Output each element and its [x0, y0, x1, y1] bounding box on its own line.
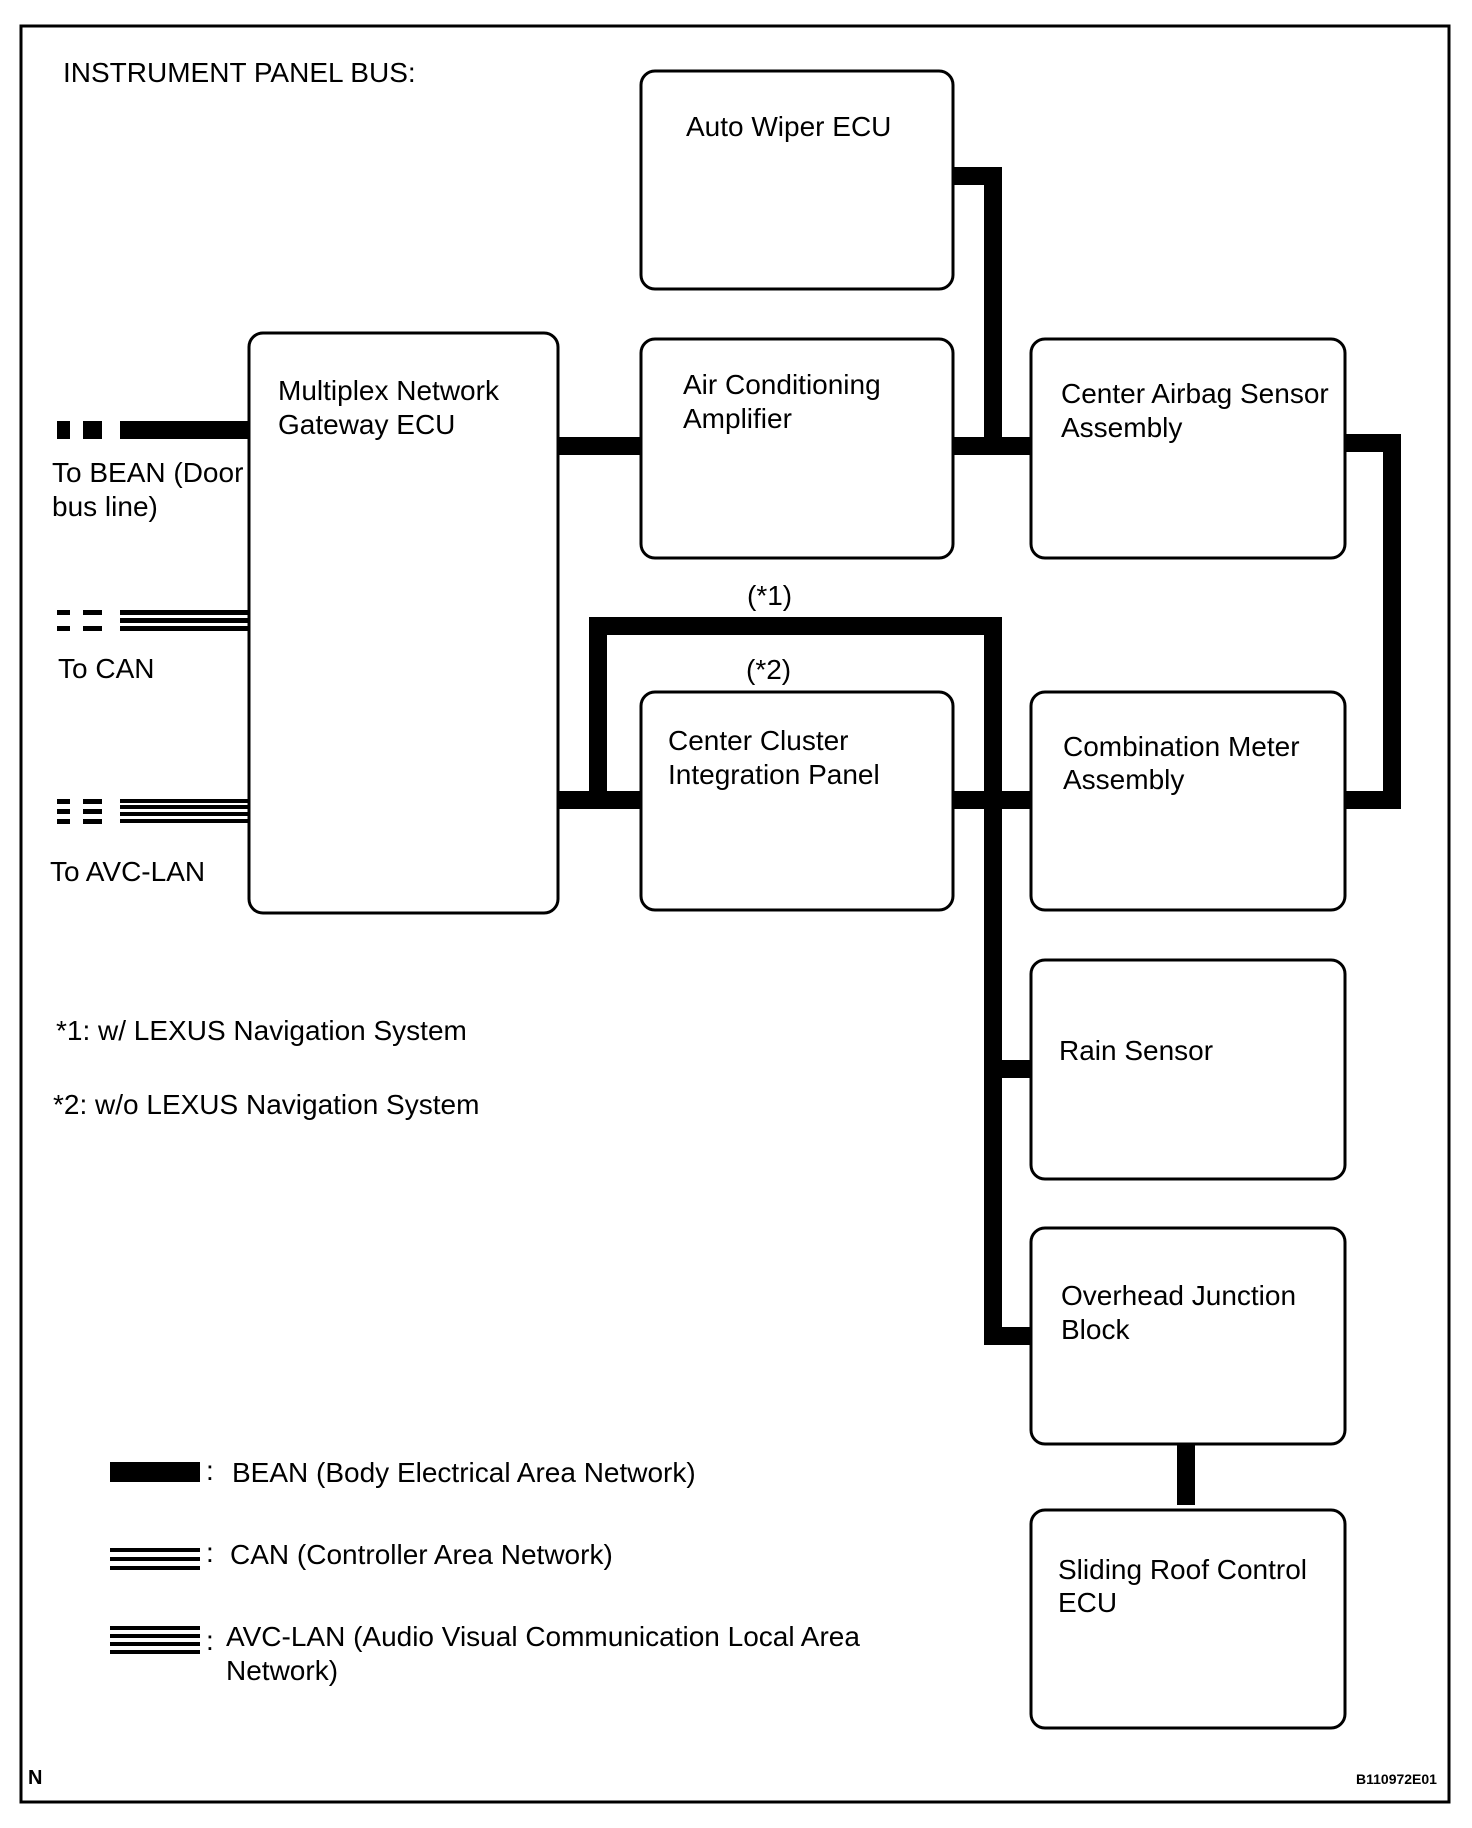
- legend-can-swatch: [110, 1548, 200, 1570]
- overhead-junction-label-1: Overhead Junction: [1061, 1280, 1296, 1311]
- legend-can-text: CAN (Controller Area Network): [230, 1539, 613, 1570]
- bean-line-route-star1: [589, 617, 1002, 800]
- auto-wiper-ecu-box: [639, 69, 955, 291]
- gateway-ecu-label-1: Multiplex Network: [278, 375, 500, 406]
- center-airbag-label-2: Assembly: [1061, 412, 1182, 443]
- bean-stub: [57, 421, 102, 439]
- to-bean-label-1: To BEAN (Door: [52, 457, 243, 488]
- legend-can-colon: :: [206, 1537, 214, 1568]
- avc-lan-stub: [57, 799, 251, 824]
- diagram-title: INSTRUMENT PANEL BUS:: [63, 57, 416, 88]
- bean-line-airbag-meter: [1343, 434, 1401, 809]
- auto-wiper-label: Auto Wiper ECU: [686, 111, 891, 142]
- to-avc-lan-label: To AVC-LAN: [50, 856, 205, 887]
- to-bean-label-2: bus line): [52, 491, 158, 522]
- overhead-junction-label-2: Block: [1061, 1314, 1130, 1345]
- legend-bean-colon: :: [206, 1455, 214, 1486]
- bean-line-wiper: [951, 167, 1002, 446]
- can-stub: [57, 610, 251, 631]
- route-label-star2: (*2): [746, 654, 791, 685]
- rain-sensor-box: [1029, 958, 1347, 1181]
- legend-bean-text: BEAN (Body Electrical Area Network): [232, 1457, 696, 1488]
- air-conditioning-label-2: Amplifier: [683, 403, 792, 434]
- legend-avc-lan-text-2: Network): [226, 1655, 338, 1686]
- sliding-roof-ecu-box: [1029, 1508, 1347, 1730]
- center-airbag-label-1: Center Airbag Sensor: [1061, 378, 1329, 409]
- bean-line-trunk: [984, 800, 1033, 1345]
- combination-meter-box: [1029, 690, 1347, 912]
- combination-meter-label-2: Assembly: [1063, 764, 1184, 795]
- center-cluster-label-2: Integration Panel: [668, 759, 880, 790]
- overhead-junction-block-box: [1029, 1226, 1347, 1446]
- note-star1: *1: w/ LEXUS Navigation System: [56, 1015, 467, 1046]
- sliding-roof-label-2: ECU: [1058, 1587, 1117, 1618]
- center-airbag-sensor-box: [1029, 337, 1347, 560]
- air-conditioning-amplifier-box: [639, 337, 955, 560]
- legend: : BEAN (Body Electrical Area Network) : …: [110, 1455, 860, 1686]
- to-can-label: To CAN: [58, 653, 154, 684]
- diagram-frame: [19, 24, 1451, 1804]
- gateway-ecu-label-2: Gateway ECU: [278, 409, 455, 440]
- figure-code: B110972E01: [1356, 1771, 1437, 1787]
- legend-avc-lan-colon: :: [206, 1625, 214, 1656]
- combination-meter-label-1: Combination Meter: [1063, 731, 1300, 762]
- legend-avc-lan-text-1: AVC-LAN (Audio Visual Communication Loca…: [226, 1621, 860, 1652]
- bean-bus-lines: [120, 167, 1401, 1505]
- legend-avc-lan-swatch: [110, 1626, 200, 1654]
- note-star2: *2: w/o LEXUS Navigation System: [53, 1089, 479, 1120]
- air-conditioning-label-1: Air Conditioning: [683, 369, 881, 400]
- center-cluster-label-1: Center Cluster: [668, 725, 849, 756]
- route-label-star1: (*1): [747, 580, 792, 611]
- corner-mark: N: [28, 1767, 42, 1789]
- gateway-ecu-box: [247, 331, 560, 915]
- sliding-roof-label-1: Sliding Roof Control: [1058, 1554, 1307, 1585]
- legend-bean-swatch: [110, 1462, 200, 1482]
- rain-sensor-label: Rain Sensor: [1059, 1035, 1213, 1066]
- center-cluster-panel-box: [639, 690, 955, 912]
